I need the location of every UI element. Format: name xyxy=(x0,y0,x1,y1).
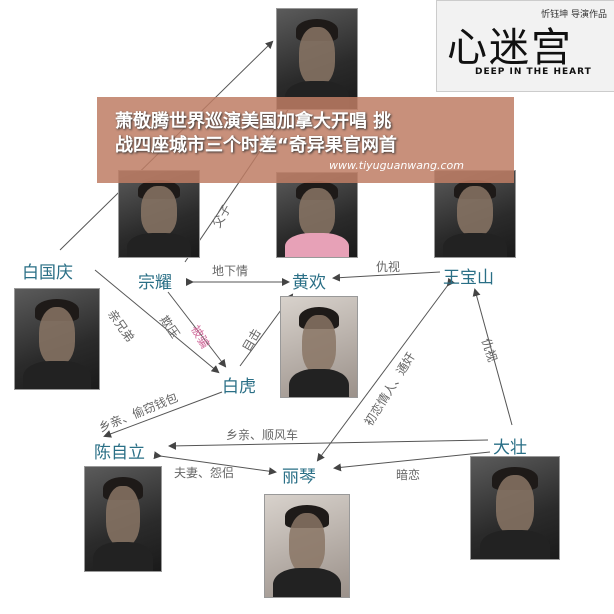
rel-secret-love: 地下情 xyxy=(212,264,249,278)
logo-title-en: DEEP IN THE HEART xyxy=(475,67,592,77)
rel-villager-ride: 乡亲、顺风车 xyxy=(226,428,299,442)
line-dazhuang-liqin xyxy=(333,451,491,472)
line-baihu-chenzili xyxy=(103,391,223,438)
photo-huanghuan xyxy=(276,172,358,258)
photo-zongyao xyxy=(118,170,200,258)
line-baiguoqing-baihu xyxy=(94,269,220,374)
name-baihu: 白虎 xyxy=(222,377,256,397)
rel-crush: 暗恋 xyxy=(396,468,421,482)
line-dazhuang-chenzili xyxy=(168,439,489,450)
movie-logo: 忻钰坤 导演作品 心迷宫 DEEP IN THE HEART xyxy=(436,0,614,92)
banner-url[interactable]: www.tiyuguanwang.com xyxy=(329,159,464,172)
photo-baihu xyxy=(280,296,358,398)
photo-baiguoqing xyxy=(14,288,100,390)
banner-line-2: 战四座城市三个时差“奇异果官网首 xyxy=(115,135,397,156)
name-dazhuang: 大壮 xyxy=(493,438,527,458)
name-wangbaoshan: 王宝山 xyxy=(443,268,494,288)
line-dazhuang-wangbaoshan xyxy=(472,288,513,426)
photo-wangbaoshan xyxy=(434,170,516,258)
line-wangbaoshan-liqin xyxy=(316,277,455,462)
name-huanghuan: 黄欢 xyxy=(292,273,326,293)
rel-enemy-1: 仇视 xyxy=(376,260,401,274)
photo-dazhuang xyxy=(470,456,560,560)
rel-couple: 夫妻、怨侣 xyxy=(174,466,235,480)
name-liqin: 丽琴 xyxy=(282,467,316,487)
line-chenzili-liqin xyxy=(153,451,277,476)
news-banner[interactable]: 萧敬腾世界巡演美国加拿大开唱 挑 战四座城市三个时差“奇异果官网首 www.ti… xyxy=(97,97,514,183)
name-zongyao: 宗耀 xyxy=(138,273,172,293)
logo-title-cn: 心迷宫 xyxy=(447,25,573,71)
banner-line-1: 萧敬腾世界巡演美国加拿大开唱 挑 xyxy=(115,111,392,132)
director-credit: 忻钰坤 导演作品 xyxy=(541,10,607,20)
photo-chenzili xyxy=(84,466,162,572)
line-wangbaoshan-huanghuan xyxy=(332,271,441,282)
name-baiguoqing: 白国庆 xyxy=(22,263,73,283)
photo-liqin xyxy=(264,494,350,598)
photo-top-elder xyxy=(276,8,358,110)
name-chenzili: 陈自立 xyxy=(94,443,145,463)
line-zongyao-baihu xyxy=(167,291,227,368)
